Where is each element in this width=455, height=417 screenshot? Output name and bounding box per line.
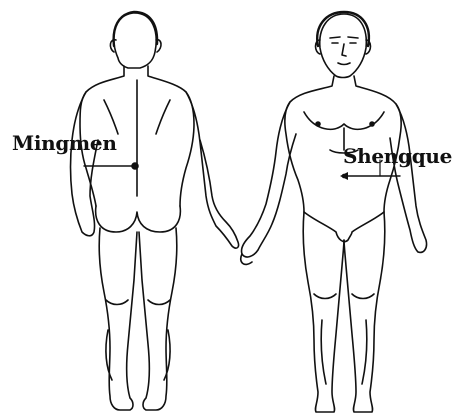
back-head (114, 13, 157, 68)
front-shin-left (321, 320, 326, 384)
front-shin-right (362, 320, 367, 384)
back-calf-left (106, 330, 112, 380)
front-leg-right (344, 212, 385, 412)
front-pelvis (304, 212, 384, 242)
front-leg-left (303, 212, 344, 412)
back-scapula-left (104, 100, 118, 134)
back-scapula-right (156, 100, 170, 134)
back-leg-left (99, 228, 137, 410)
shengque-arrowhead (340, 172, 348, 180)
front-eyebrows (330, 37, 358, 38)
front-arm-right (390, 104, 427, 252)
front-arm-left (241, 102, 296, 257)
back-hair (114, 12, 157, 46)
back-calf-right (164, 330, 170, 380)
shengque-label: Shengque (343, 144, 452, 168)
back-knee-left (106, 300, 128, 305)
front-view-figure (241, 12, 427, 412)
front-knee-left (314, 294, 336, 299)
back-knee-right (148, 300, 170, 305)
back-leg-right (139, 228, 177, 410)
front-nose (342, 44, 346, 56)
mingmen-point-dot (132, 163, 138, 169)
front-mouth (338, 63, 350, 65)
back-buttocks (96, 206, 181, 232)
back-view-figure (71, 12, 239, 410)
front-nipple-left (316, 122, 320, 126)
mingmen-label: Mingmen (12, 131, 117, 155)
front-knee-right (352, 294, 374, 299)
front-nipple-right (370, 122, 374, 126)
front-hair (317, 12, 369, 46)
